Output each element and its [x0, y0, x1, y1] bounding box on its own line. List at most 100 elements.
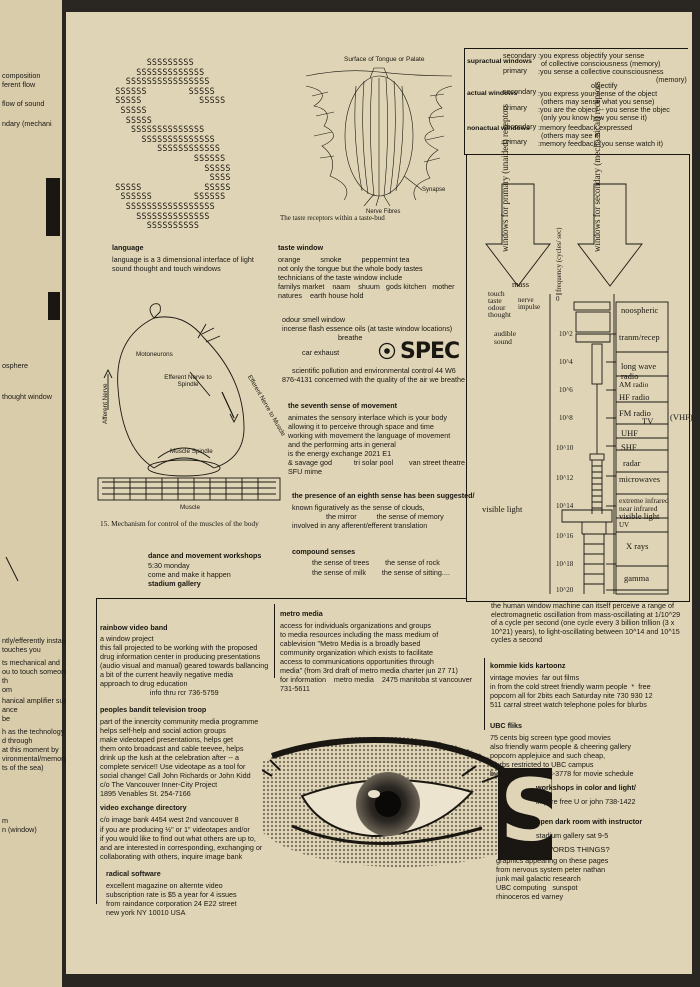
- left-fragment: h as the technology: [2, 727, 65, 736]
- muscle-label: Muscle: [180, 504, 200, 511]
- actual-label: actual windows: [467, 90, 518, 97]
- rainbow-heading: rainbow video band: [100, 623, 168, 632]
- rainbow-line: this fall projected to be working with t…: [100, 643, 258, 652]
- left-fragment: ts mechanical and: [2, 658, 60, 667]
- left-fragment: ndary (mechani: [2, 119, 52, 128]
- eighth-line: involved in any afferent/efferent transl…: [292, 521, 428, 530]
- ubc-line: 75 cents big screen type good movies: [490, 733, 611, 742]
- peoples-line: them onto broadcast and cable teevee, he…: [100, 744, 244, 753]
- taste-line: natures earth house hold: [278, 291, 364, 300]
- dance-place: stadium gallery: [148, 579, 201, 588]
- video-exchange-heading: video exchange directory: [100, 803, 187, 812]
- band-label: AM radio: [619, 380, 649, 389]
- band-label: HF radio: [619, 392, 650, 402]
- video-exchange-line: if you are producing ½" or 1" videotapes…: [100, 825, 250, 834]
- band-label: long wave: [621, 361, 657, 371]
- workshops-heading: workshops in color and light/: [536, 783, 636, 792]
- left-line-mark: [5, 556, 19, 582]
- sense-touch: touch: [488, 289, 505, 298]
- bottom-left-rule: [96, 598, 97, 904]
- tick-label: 10^16: [556, 532, 574, 540]
- band-label: noospheric: [621, 305, 659, 315]
- table-line: (others may see it): [541, 131, 601, 140]
- band-label: UV: [619, 521, 630, 529]
- arrow-left-label: windows for primary (unaided) receptors: [500, 104, 510, 252]
- band-label: TV: [642, 416, 654, 426]
- muscle-label: Motoneurons: [136, 351, 173, 358]
- table-line: (memory): [656, 75, 687, 84]
- dollar-sign-art: SSSSSSSSS SSSSSSSSSSSSS SSSSSSSSSSSSSSSS…: [115, 57, 231, 231]
- dance-line: come and make it happen: [148, 570, 231, 579]
- kind-secondary: secondary: [503, 87, 537, 96]
- taste-line: not only the tongue but the whole body t…: [278, 264, 423, 273]
- kommie-line: popcorn all for 2bits each Saturday nite…: [490, 691, 653, 700]
- rainbow-line: a bit of the current heavily negative me…: [100, 670, 234, 679]
- taste-window-heading: taste window: [278, 243, 324, 252]
- smell-line: 876-4131 concerned with the quality of t…: [282, 375, 466, 384]
- left-black-block-2: [48, 292, 60, 320]
- left-black-block: [46, 178, 60, 236]
- words-line: graphics appearing on these pages: [496, 856, 609, 865]
- words-line: from nervous system peter nathan: [496, 865, 606, 874]
- muscle-caption: 15. Mechanism for control of the muscles…: [100, 519, 259, 528]
- metro-line: access for individuals organizations and…: [280, 621, 432, 630]
- left-fragment: at this moment by: [2, 745, 59, 754]
- table-line: :you sense a collective counsciousness: [538, 67, 664, 76]
- visible-light-label: visible light: [482, 504, 523, 514]
- arrow-right-label: windows for secondary (mecha nical) rece…: [592, 81, 602, 252]
- words-line: junk mail galactic research: [496, 874, 581, 883]
- bottom-section-rule: [96, 598, 466, 599]
- eighth-line: the mirror the sense of memory: [292, 512, 444, 521]
- ubc-line: but phone SUB 228-3778 for movie schedul…: [490, 769, 634, 778]
- nonactual-label: nonactual windows: [467, 125, 530, 132]
- tick-label: 10^4: [559, 358, 573, 366]
- table-line: (only you know how you sense it): [541, 113, 647, 122]
- band-label: visible light: [619, 511, 660, 521]
- frequency-axis-label: frequency (cycles/ sec): [555, 227, 563, 292]
- ubc-fliks-heading: UBC fliks: [490, 721, 522, 730]
- radical-line: excellent magazine on alternte video: [106, 881, 223, 890]
- table-line: objectify: [591, 81, 618, 90]
- peoples-line: complete service!! Use videotape as a to…: [100, 762, 246, 771]
- rainbow-line: (audio visual and manual) geared towards…: [100, 661, 269, 670]
- letter-s-block: [498, 768, 552, 860]
- left-fragment: th: [2, 676, 8, 685]
- dance-line: 5:30 monday: [148, 561, 190, 570]
- muscle-label: Afferent Nerve: [102, 383, 109, 424]
- supractual-label: supractual windows: [467, 58, 532, 65]
- words-line: rhinoceros ed varney: [496, 892, 564, 901]
- table-line: :you express objectify your sense: [538, 51, 645, 60]
- left-page-edge: composition ferent flow flow of sound nd…: [0, 0, 71, 987]
- mass-label: mass: [512, 279, 529, 289]
- darkroom-line: stadium gallery sat 9-5: [536, 831, 609, 840]
- video-exchange-line: c/o image bank 4454 west 2nd vancouver 8: [100, 815, 239, 824]
- muscle-label: Efferent Nerve to Spindle: [164, 374, 212, 388]
- smell-line: car exhaust: [302, 348, 340, 357]
- band-label: UHF: [621, 428, 639, 438]
- sense-nerve: nerve: [518, 296, 534, 304]
- metro-line: media" (from 3rd draft of metro media ch…: [280, 666, 458, 675]
- compound-line: the sense of milk the sense of sitting..…: [312, 568, 450, 577]
- band-label: radio: [621, 371, 639, 381]
- metro-line: community organization which exists to f…: [280, 648, 434, 657]
- smell-line: incense flash essence oils (at taste win…: [282, 324, 453, 333]
- sense-impulse: impulse: [518, 303, 541, 311]
- left-fragment: thought window: [2, 392, 52, 401]
- radical-software-heading: radical software: [106, 869, 161, 878]
- ubc-line: also friendly warm people & cheering gal…: [490, 742, 632, 751]
- tongue-caption: The taste receptors within a taste-bud: [280, 214, 385, 222]
- language-body: language is a 3 dimensional interface of…: [112, 255, 254, 273]
- band-label: FM radio: [619, 408, 651, 418]
- table-line: :you are the object -- you sense the obj…: [538, 105, 670, 114]
- tick-label: 10^12: [556, 474, 574, 482]
- eye-graphic: O S: [261, 736, 562, 872]
- tick-label: 10^6: [559, 386, 573, 394]
- left-fragment: d through: [2, 736, 33, 745]
- smell-line: breathe: [338, 333, 363, 342]
- kind-secondary: secondary: [503, 122, 537, 131]
- muscle-control-drawing: [97, 303, 281, 501]
- nerve-fibres-label: Nerve Fibres: [366, 209, 401, 215]
- kommie-line: in from the cold street friendly warm pe…: [490, 682, 651, 691]
- table-left-rule: [464, 48, 465, 154]
- seventh-line: is the energy exchange 2021 E1: [288, 449, 392, 458]
